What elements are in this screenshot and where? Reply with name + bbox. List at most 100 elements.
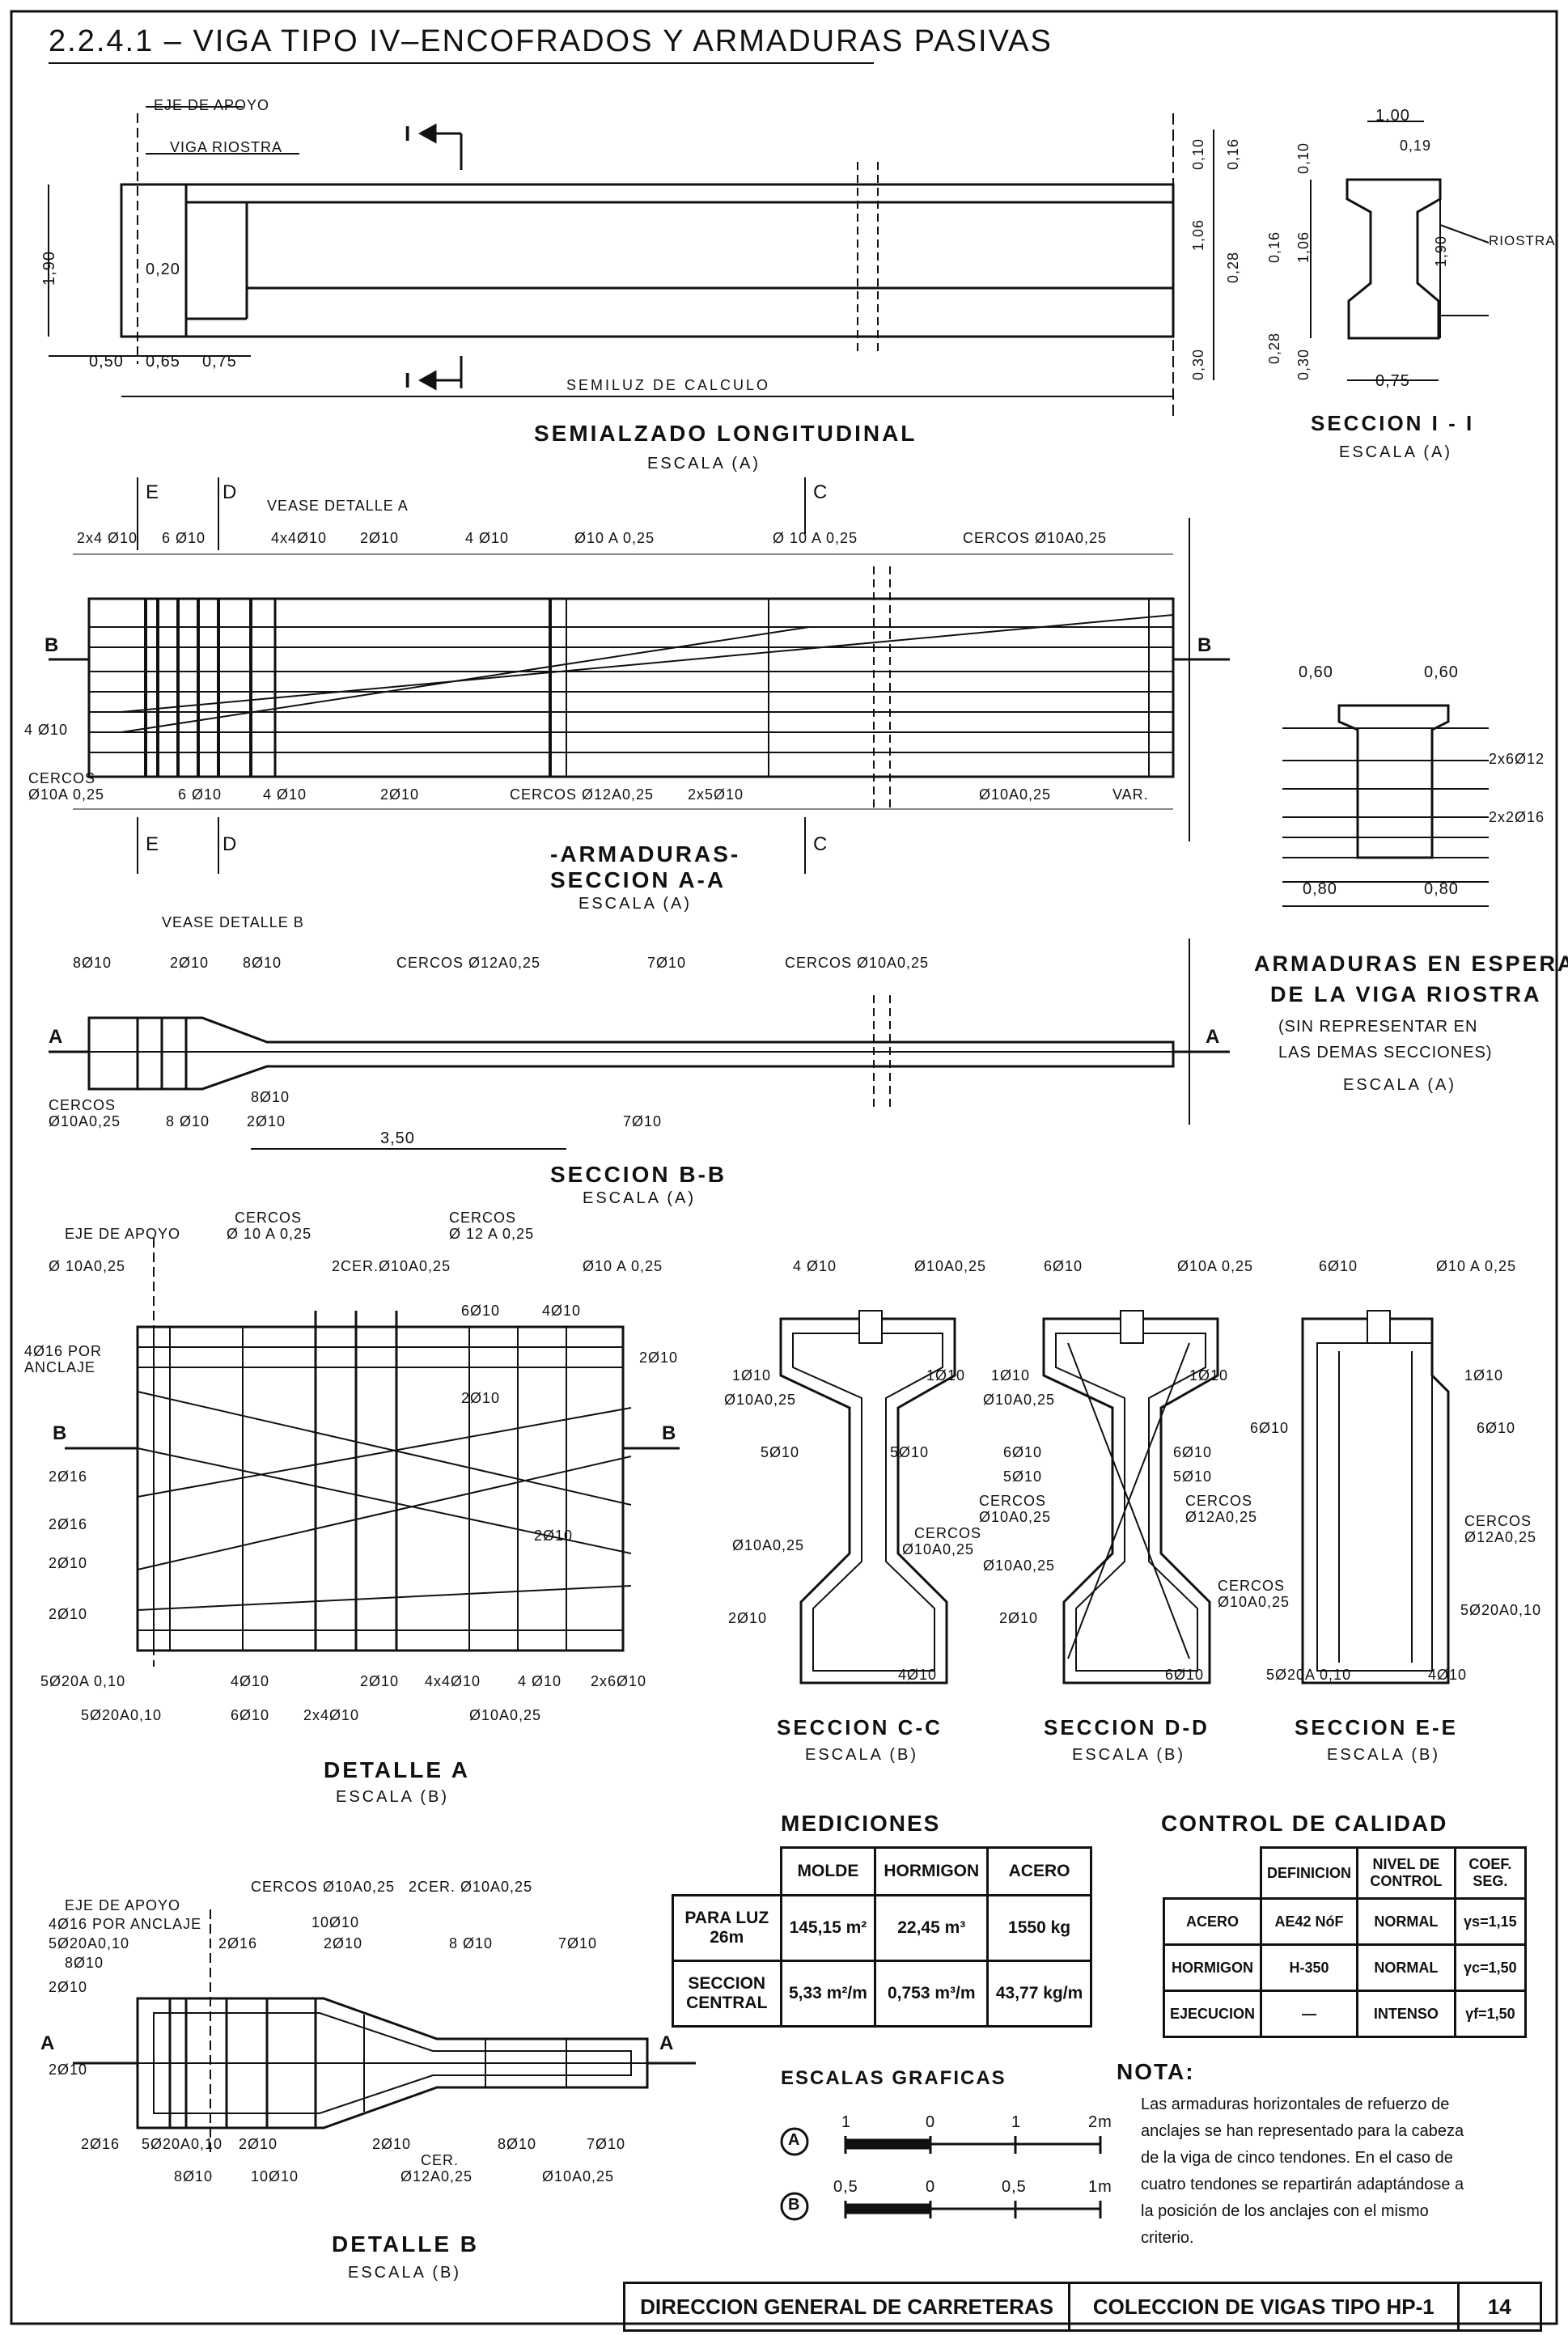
nota-line: de la viga de cinco tendones. En el caso… [1141, 2149, 1453, 2167]
da-label-30: Ø10A0,25 [469, 1707, 542, 1723]
table-row: MOLDE HORMIGON ACERO [673, 1846, 1092, 1896]
title-block: DIRECCION GENERAL DE CARRETERAS COLECCIO… [623, 2282, 1542, 2332]
da-label-9: 4Ø10 [542, 1303, 582, 1319]
bb-cut-a-right: A [1206, 1026, 1221, 1048]
cc-label-10: 2Ø10 [728, 1610, 768, 1626]
db-label-2: EJE DE APOYO [65, 1897, 181, 1913]
da-label-24: 6Ø10 [231, 1707, 270, 1723]
table-cell: EJECUCION [1162, 1990, 1263, 2038]
espera-label-b060: 0,60 [1424, 663, 1459, 681]
seccion-ee-drawing [1301, 1310, 1450, 1685]
bb-label-2: 2Ø10 [170, 955, 210, 971]
da-label-13: 2Ø10 [461, 1390, 501, 1406]
table-row: HORMIGON H-350 NORMAL γc=1,50 [1162, 1943, 1528, 1992]
dd-label-4: 1Ø10 [1189, 1367, 1229, 1384]
da-label-28: 4 Ø10 [518, 1673, 562, 1689]
db-label-8: 10Ø10 [311, 1914, 360, 1930]
table-cell: INTENSO [1356, 1990, 1456, 2038]
escala-b-t2: 0,5 [1002, 2178, 1027, 2196]
db-label-11: 7Ø10 [558, 1935, 598, 1951]
ii-label-h106: 1,06 [1295, 231, 1312, 264]
db-label-19: 8Ø10 [498, 2136, 537, 2152]
da-scale: ESCALA (B) [336, 1788, 450, 1806]
nota-line: criterio. [1141, 2229, 1194, 2247]
table-cell: AE42 NóF [1260, 1897, 1359, 1946]
aa-cut-e-top: E [146, 481, 160, 503]
ii-label-riostra: RIOSTRA [1489, 233, 1556, 248]
dd-label-0: 6Ø10 [1044, 1258, 1083, 1274]
da-label-2: Ø 10 A 0,25 [227, 1226, 312, 1242]
bb-label-15: 3,50 [380, 1129, 415, 1147]
aa-scale: ESCALA (A) [578, 895, 693, 913]
control-table: DEFINICION NIVEL DE CONTROL COEF. SEG. A… [1162, 1846, 1528, 2038]
da-label-6: 2CER.Ø10A0,25 [332, 1258, 451, 1274]
bb-label-9: CERCOS [49, 1097, 117, 1113]
db-label-3: 4Ø16 POR ANCLAJE [49, 1916, 202, 1932]
table-cell: 5,33 m²/m [779, 1960, 877, 2028]
semialzado-label-r016: 0,16 [1225, 138, 1242, 171]
aa-cut-b-right: B [1197, 634, 1213, 656]
table-cell: — [1260, 1990, 1359, 2038]
table-cell: 22,45 m³ [874, 1894, 990, 1962]
da-label-7: Ø10 A 0,25 [583, 1258, 663, 1274]
aa-label-14: 2Ø10 [380, 786, 420, 803]
da-label-1: CERCOS [235, 1210, 303, 1226]
cc-label-11: 4Ø10 [898, 1667, 938, 1683]
dd-label-15: 6Ø10 [1165, 1667, 1205, 1683]
armaduras-aa-drawing [49, 477, 1230, 874]
espera-label-d080: 0,80 [1424, 880, 1459, 898]
aa-title-1: -ARMADURAS- [550, 841, 741, 867]
da-cut-b-right: B [662, 1422, 677, 1444]
seccion-ii-drawing [1310, 121, 1490, 381]
cc-title: SECCION C-C [777, 1715, 943, 1740]
cc-label-3: Ø10A0,25 [724, 1392, 797, 1408]
bb-label-3: 8Ø10 [243, 955, 282, 971]
bb-label-4: CERCOS Ø12A0,25 [396, 955, 541, 971]
espera-label-r1: 2x6Ø12 [1489, 751, 1545, 767]
aa-label-2: 6 Ø10 [162, 530, 206, 546]
semialzado-label-semiluz: SEMILUZ DE CALCULO [566, 377, 771, 393]
table-cell [673, 1848, 782, 1896]
semialzado-label-r010: 0,10 [1190, 138, 1207, 171]
aa-label-1: 2x4 Ø10 [77, 530, 138, 546]
semialzado-label-d075: 0,75 [202, 353, 237, 371]
dd-scale: ESCALA (B) [1072, 1746, 1186, 1764]
da-label-21: 5Ø20A 0,10 [40, 1673, 126, 1689]
da-label-4: Ø 12 A 0,25 [449, 1226, 535, 1242]
table-cell: 145,15 m² [779, 1894, 877, 1962]
da-label-10: 4Ø16 POR [24, 1343, 103, 1359]
espera-sub-1: (SIN REPRESENTAR EN [1278, 1018, 1478, 1036]
espera-title-1: ARMADURAS EN ESPERA [1254, 951, 1568, 976]
aa-title-2: SECCION A-A [550, 867, 727, 892]
aa-label-13: 4 Ø10 [263, 786, 307, 803]
table-header: NIVEL DE CONTROL [1356, 1846, 1456, 1900]
semialzado-label-r106: 1,06 [1190, 218, 1207, 252]
espera-drawing [1282, 704, 1489, 907]
cut-mark-bottom: I [405, 368, 412, 392]
cc-label-4: 1Ø10 [926, 1367, 966, 1384]
da-label-8: 6Ø10 [461, 1303, 501, 1319]
bb-label-1: 8Ø10 [73, 955, 112, 971]
da-label-25: 2x4Ø10 [303, 1707, 360, 1723]
ee-label-11: 4Ø10 [1428, 1667, 1468, 1683]
da-label-19: 2Ø10 [534, 1528, 574, 1544]
db-label-6: 2Ø10 [49, 1979, 88, 1995]
escala-b-t0: 0,5 [833, 2178, 858, 2196]
ii-title: SECCION I - I [1311, 411, 1475, 435]
dd-label-13: Ø10A0,25 [983, 1557, 1056, 1574]
table-cell [1164, 1848, 1261, 1899]
db-label-5: 8Ø10 [65, 1955, 104, 1971]
semialzado-title: SEMIALZADO LONGITUDINAL [534, 421, 917, 446]
ii-label-h016: 0,16 [1266, 231, 1283, 264]
ee-label-4: 6Ø10 [1477, 1420, 1516, 1436]
nota-title: NOTA: [1117, 2059, 1195, 2084]
aa-cut-e-bottom: E [146, 833, 160, 855]
table-header: HORMIGON [874, 1846, 990, 1896]
control-title: CONTROL DE CALIDAD [1161, 1811, 1448, 1836]
ee-label-1: Ø10 A 0,25 [1436, 1258, 1517, 1274]
table-row: SECCION CENTRAL 5,33 m²/m 0,753 m³/m 43,… [672, 1960, 1092, 2028]
sheet-title: 2.2.4.1 – VIGA TIPO IV–ENCOFRADOS Y ARMA… [49, 24, 1053, 58]
db-label-0: CERCOS Ø10A0,25 [251, 1879, 396, 1895]
dd-label-10: Ø10A0,25 [979, 1509, 1052, 1525]
